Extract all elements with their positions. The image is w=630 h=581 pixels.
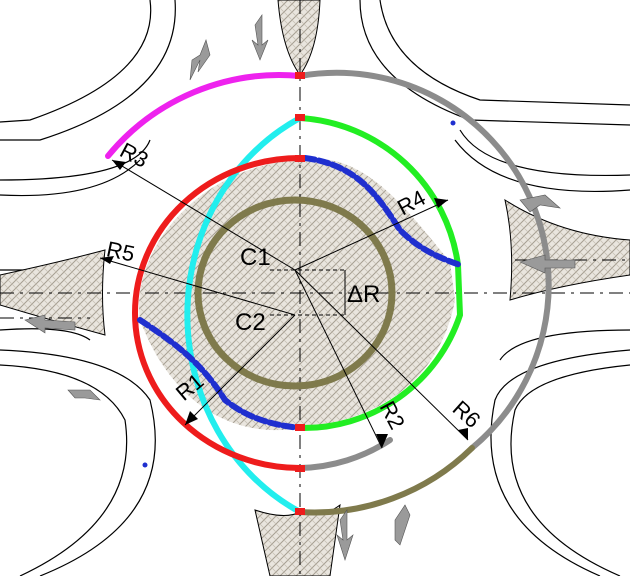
outer-ring-arcs	[105, 69, 552, 516]
gray-outer-arc	[297, 69, 552, 451]
label-c2: C2	[235, 309, 266, 336]
inner-island-circle	[194, 196, 396, 390]
small-dots	[142, 120, 456, 468]
straight-arrow-icon	[251, 14, 269, 61]
red-markers	[295, 72, 305, 515]
label-r6: R6	[448, 396, 486, 433]
label-delta-r: ΔR	[347, 281, 380, 308]
gray-inner-arc	[297, 437, 393, 471]
red-arc	[132, 155, 303, 471]
blue-dash-lower	[137, 317, 303, 431]
turn-arrow-icon	[67, 389, 101, 401]
lane-arrows	[24, 14, 576, 561]
straight-arrow-icon	[24, 314, 76, 334]
turn-arrow-icon	[519, 194, 561, 213]
olive-outer-arc	[297, 445, 475, 516]
label-c1: C1	[240, 244, 271, 271]
turn-arrow-icon	[394, 504, 411, 546]
radius-lines	[99, 159, 469, 449]
straight-arrow-icon	[519, 254, 576, 274]
label-r5: R5	[104, 236, 137, 266]
turn-arrow-icon	[189, 39, 211, 81]
top-splitter-island	[277, 0, 321, 76]
bottom-splitter-island	[254, 503, 341, 577]
right-splitter-island	[504, 198, 630, 301]
central-island	[139, 158, 455, 431]
straight-arrow-icon	[336, 509, 354, 561]
blue-dashed-paths	[137, 155, 463, 431]
magenta-arc	[105, 72, 303, 159]
radius-arrowheads	[100, 160, 468, 448]
cyan-arc	[184, 115, 303, 515]
blue-dash-upper	[302, 155, 463, 268]
